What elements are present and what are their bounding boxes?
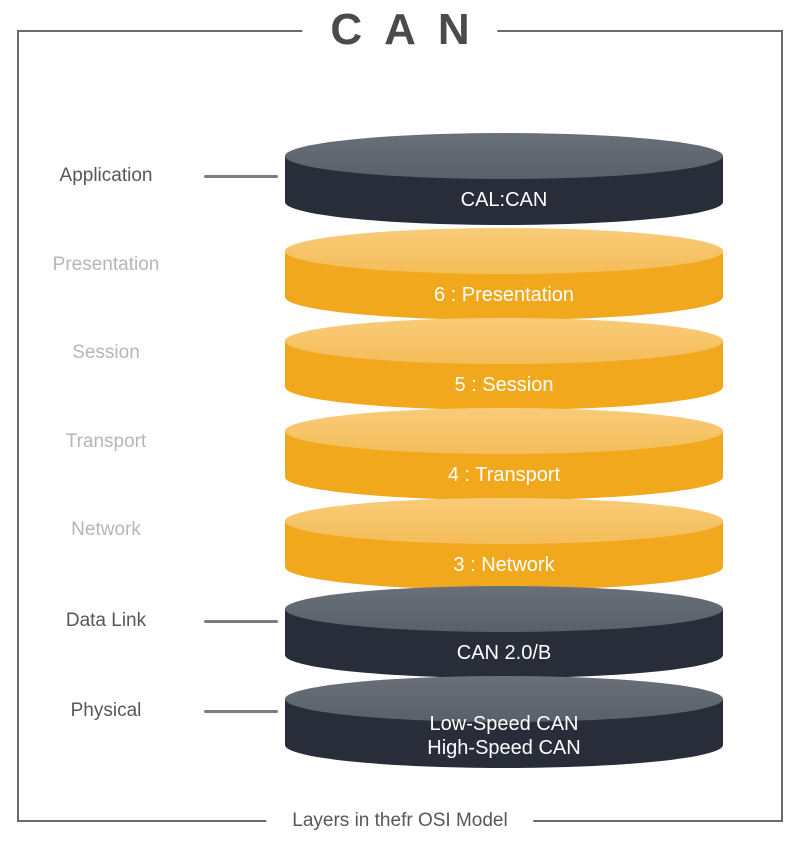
disk-top — [285, 586, 723, 632]
osi-label-datalink: Data Link — [65, 610, 147, 631]
disk-label: 4 : Transport — [447, 464, 561, 486]
osi-row-transport: Transport — [20, 429, 278, 455]
osi-row-presentation: Presentation — [20, 252, 278, 278]
disk-label-line2: High-Speed CAN — [427, 737, 581, 759]
disk-label: Low-Speed CAN High-Speed CAN — [285, 712, 723, 760]
diagram-title: CAN — [302, 4, 498, 56]
disk-label: CAN 2.0/B — [456, 642, 552, 664]
diagram-caption: Layers in thefr OSI Model — [266, 806, 534, 836]
disk-presentation: 6 : Presentation — [285, 228, 723, 320]
disk-label: CAL:CAN — [460, 189, 548, 211]
osi-label-application: Application — [59, 165, 153, 186]
disk-label-line1: Low-Speed CAN — [429, 713, 579, 735]
connector-line — [204, 619, 278, 623]
osi-row-datalink: Data Link — [20, 608, 278, 634]
osi-row-session: Session — [20, 340, 278, 366]
osi-row-physical: Physical — [20, 698, 278, 724]
osi-row-application: Application — [20, 163, 278, 189]
disk-label: 5 : Session — [454, 374, 554, 396]
disk-top — [285, 676, 723, 722]
disk-top — [285, 133, 723, 179]
osi-label-physical: Physical — [70, 700, 142, 721]
disk-top — [285, 408, 723, 454]
disk-network: 3 : Network — [285, 498, 723, 590]
disk-datalink: CAN 2.0/B — [285, 586, 723, 678]
connector-line — [204, 174, 278, 178]
disk-session: 5 : Session — [285, 318, 723, 410]
osi-label-presentation: Presentation — [52, 254, 160, 275]
disk-top — [285, 318, 723, 364]
disk-label: 3 : Network — [453, 554, 555, 576]
disk-transport: 4 : Transport — [285, 408, 723, 500]
osi-row-network: Network — [20, 517, 278, 543]
disk-label: 6 : Presentation — [433, 284, 575, 306]
osi-label-session: Session — [72, 342, 140, 363]
disk-top — [285, 228, 723, 274]
osi-label-transport: Transport — [65, 431, 147, 452]
disk-top — [285, 498, 723, 544]
osi-label-network: Network — [71, 519, 141, 540]
disk-physical: Low-Speed CAN High-Speed CAN — [285, 676, 723, 768]
disk-application: CAL:CAN — [285, 133, 723, 225]
connector-line — [204, 709, 278, 713]
